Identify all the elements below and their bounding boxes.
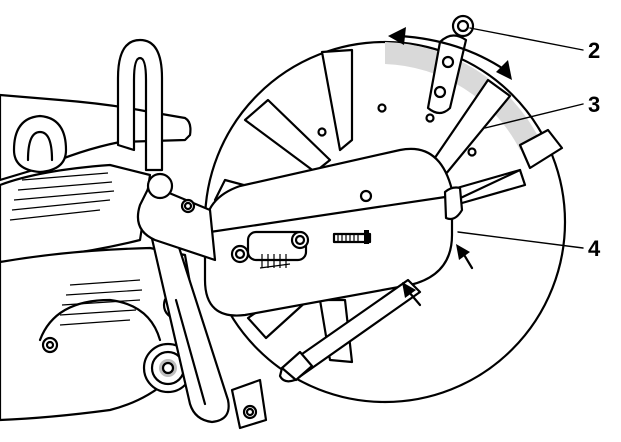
cutting-arm-cover — [136, 147, 454, 317]
engine-housing — [0, 93, 202, 422]
callout-label-2: 2 — [588, 38, 600, 63]
callout-label-4: 4 — [588, 236, 601, 261]
adjustment-slot — [426, 14, 475, 115]
callout-label-3: 3 — [588, 92, 600, 117]
front-handle — [116, 38, 230, 424]
lower-bracket — [230, 378, 268, 430]
rotation-arrow-icon — [388, 27, 512, 80]
leader-lines — [457, 27, 584, 249]
push-arrow-icon — [402, 282, 422, 307]
push-arrow-icon — [456, 244, 474, 270]
splash-guard — [278, 128, 564, 383]
